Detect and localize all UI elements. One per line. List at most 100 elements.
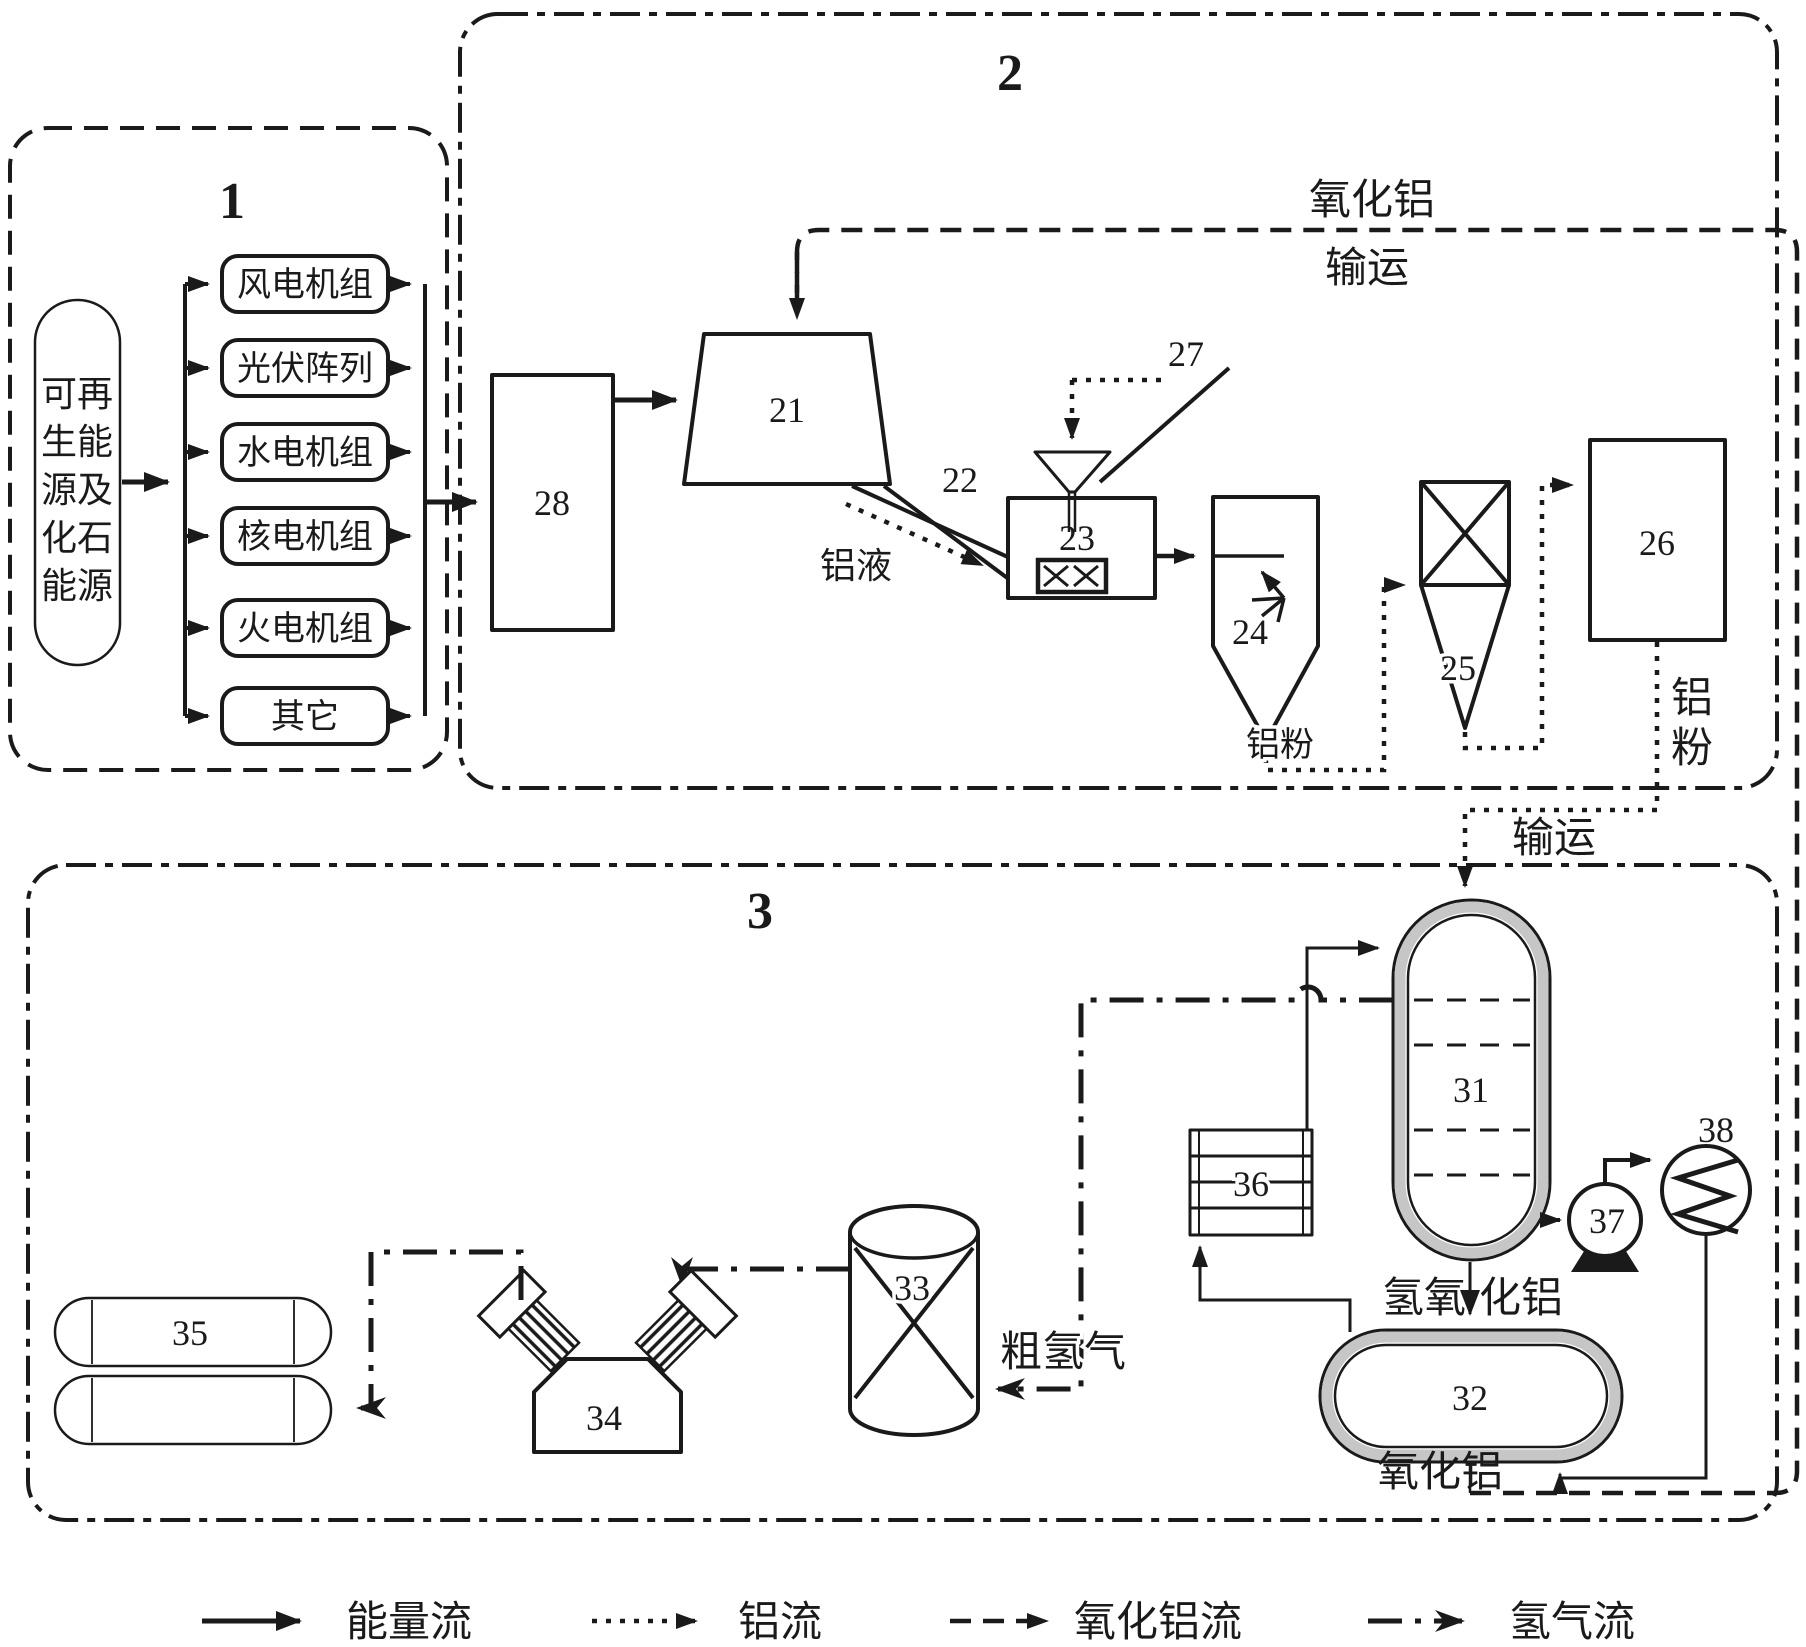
unit-35-label: 35	[172, 1313, 208, 1353]
molten-aluminum-arrow	[845, 501, 984, 568]
energy-source-line: 化石	[41, 517, 113, 558]
generator-label: 光伏阵列	[237, 350, 373, 388]
unit-37-label: 37	[1589, 1201, 1625, 1241]
unit-31-reactor: 31	[1391, 898, 1552, 1262]
pump-feet	[1571, 1248, 1639, 1272]
section3-number: 3	[747, 883, 773, 940]
cylinder-head	[476, 1268, 548, 1340]
al-powder-vertical-label: 铝 粉	[1671, 674, 1713, 771]
energy-source-line: 可再	[41, 373, 113, 414]
cooler-coil-icon	[1669, 1157, 1739, 1235]
tank-head-lines	[91, 1300, 295, 1364]
section-hydrogen-production: 3 31 36 粗氢气 37	[26, 863, 1779, 1522]
cylinder-head	[667, 1268, 739, 1340]
unit-21-label: 21	[769, 390, 805, 430]
section1-number: 1	[219, 173, 245, 230]
unit-38-label: 38	[1698, 1110, 1734, 1150]
al-powder-line-25-26	[1462, 477, 1574, 751]
unit-37-pump: 37	[1567, 1182, 1643, 1272]
reactor-outer-wall	[1391, 898, 1552, 1262]
legend-label: 氧化铝流	[1074, 1598, 1242, 1645]
al-powder-char: 铝	[1671, 674, 1713, 721]
unit-21-electrolyzer	[682, 332, 892, 486]
compressor-cylinder-left	[476, 1268, 581, 1373]
feed-funnel-icon	[1033, 450, 1112, 494]
section1-border	[8, 126, 449, 772]
al-powder-char: 粉	[1671, 724, 1713, 771]
unit-36-inner-walls	[1198, 1130, 1304, 1235]
unit-36-label: 36	[1233, 1164, 1269, 1204]
reactor-lining	[1394, 901, 1549, 1259]
storage-tank-bottom	[53, 1374, 333, 1446]
unit-34-label: 34	[586, 1398, 622, 1438]
cyclone-cross-lines	[1419, 480, 1511, 587]
alumina-top-label: 氧化铝	[1309, 176, 1435, 223]
legend: 能量流 铝流 氧化铝流 氢气流	[202, 1598, 1635, 1645]
energy-source-line: 源及	[41, 469, 113, 510]
unit-23-cross-icon	[1043, 564, 1099, 588]
legend-item-aluminum: 铝流	[592, 1598, 822, 1645]
cyclone-cone	[1419, 583, 1511, 730]
reactor-inner-wall	[1406, 913, 1537, 1247]
hydrogen-line-33-to-34	[671, 1257, 850, 1287]
energy-source-node: 可再 生能 源及 化石 能源	[33, 298, 122, 667]
section2-border	[458, 12, 1779, 790]
purifier-packing-cross	[853, 1246, 975, 1400]
legend-item-energy: 能量流	[202, 1598, 472, 1645]
unit-25-cyclone: 25	[1419, 480, 1511, 730]
alumina-bottom-label: 氧化铝	[1377, 1448, 1503, 1495]
legend-item-alumina: 氧化铝流	[950, 1598, 1242, 1645]
calciner-inner-wall	[1333, 1343, 1609, 1449]
calciner-lining	[1321, 1331, 1621, 1461]
aloh-label-right: 化铝	[1479, 1274, 1563, 1321]
hydrogen-line-34-to-35	[356, 1249, 524, 1419]
calciner-outer-wall	[1318, 1328, 1624, 1464]
unit-32-calciner: 32	[1318, 1328, 1624, 1464]
generator-label: 其它	[271, 698, 339, 736]
purifier-top-rim	[848, 1204, 980, 1260]
generator-label: 核电机组	[237, 518, 373, 556]
spray-arrow	[1260, 570, 1286, 600]
line-38-to-32	[1552, 1234, 1708, 1494]
unit-32-label: 32	[1452, 1378, 1488, 1418]
label-27-leader-line	[1098, 366, 1231, 484]
crude-hydrogen-line	[995, 984, 1393, 1400]
spray-nozzle-icon	[1251, 570, 1286, 623]
unit-36-plates	[1190, 1154, 1312, 1210]
unit-22-label: 22	[942, 460, 978, 500]
unit-28-label: 28	[534, 483, 570, 523]
energy-source-shape	[33, 298, 122, 667]
unit-35-storage-tanks: 35	[53, 1296, 333, 1446]
unit-24-label: 24	[1232, 612, 1268, 652]
unit-38-cooler: 38	[1660, 1110, 1752, 1236]
generator-label: 火电机组	[237, 610, 373, 648]
al-powder-line-24-25	[1263, 577, 1406, 773]
unit-36-exchanger: 36	[1188, 1128, 1314, 1237]
recirc-line-32-to-36	[1192, 1245, 1352, 1332]
unit-23-label: 23	[1059, 518, 1095, 558]
unit-27-label: 27	[1168, 334, 1204, 374]
storage-tank-top	[53, 1296, 333, 1368]
line-37-to-38	[1603, 1152, 1652, 1184]
legend-item-hydrogen: 氢气流	[1368, 1598, 1635, 1645]
unit-25-label: 25	[1440, 648, 1476, 688]
al-powder-label-1: 铝粉	[1246, 726, 1314, 764]
molten-aluminum-label: 铝液	[820, 545, 892, 586]
aloh-label-left: 氢氧	[1382, 1274, 1466, 1321]
compressor-cylinder-right	[634, 1268, 739, 1373]
generator-label: 水电机组	[237, 434, 373, 472]
unit-34-compressor: 34	[476, 1268, 739, 1454]
section2-number: 2	[997, 45, 1023, 102]
section3-border	[26, 863, 1779, 1522]
unit-33-label: 33	[894, 1268, 930, 1308]
spray-lines	[1251, 596, 1286, 623]
funnel-stem	[1067, 492, 1077, 532]
energy-source-line: 能源	[41, 565, 113, 606]
chute-22-line	[882, 484, 1012, 582]
energy-source-line: 生能	[41, 421, 113, 462]
crude-hydrogen-label: 粗氢气	[1000, 1328, 1126, 1375]
generator-list: 风电机组 光伏阵列 水电机组 核电机组 火电机组 其它	[220, 254, 390, 746]
section-aluminum-production: 2 28 21 22 铝液 23 27 24	[458, 12, 1779, 790]
recirc-line-36-to-31	[1305, 940, 1380, 1130]
